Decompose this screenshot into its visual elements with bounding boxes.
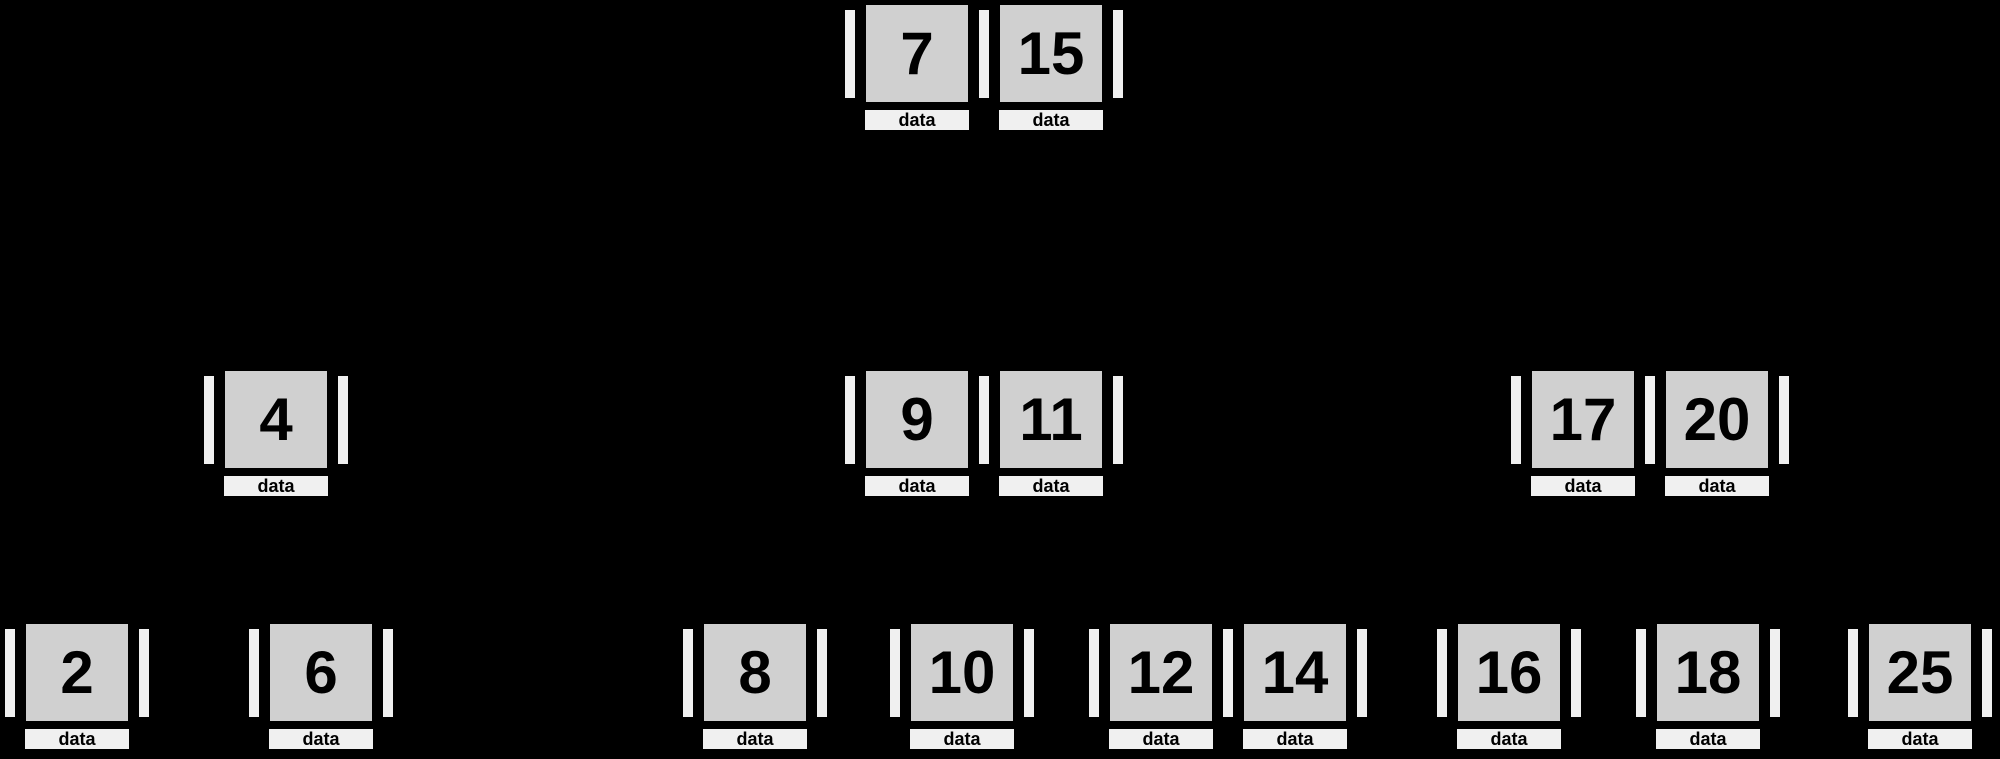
node-data-labels: data [1633,727,1783,751]
btree-node-leaf-10: 10 data [887,621,1037,751]
data-pointer-box: data [863,474,971,498]
data-pointer-box: data [1654,727,1762,751]
btree-node-leaf-6: 6 data [246,621,396,751]
btree-node-leaf-8: 8 data [680,621,830,751]
key-cell: 25 [1866,621,1974,724]
node-cells: 10 [887,621,1037,724]
key-cell: 4 [222,368,330,471]
key-cell: 10 [908,621,1016,724]
node-data-labels: data [1845,727,1995,751]
btree-node-leaf-12-14: 12 14 data data [1086,621,1370,751]
child-pointer-slot [842,6,858,101]
node-data-labels: data [680,727,830,751]
child-pointer-slot [976,372,992,467]
node-cells: 18 [1633,621,1783,724]
child-pointer-slot [1767,625,1783,720]
child-pointer-slot [680,625,696,720]
node-cells: 9 11 [842,368,1126,471]
node-cells: 17 20 [1508,368,1792,471]
node-data-labels: data [1434,727,1584,751]
btree-node-leaf-2: 2 data [2,621,152,751]
child-pointer-slot [1508,372,1524,467]
node-cells: 6 [246,621,396,724]
key-cell: 9 [863,368,971,471]
node-data-labels: data [246,727,396,751]
key-cell: 15 [997,2,1105,105]
child-pointer-slot [1220,625,1236,720]
data-pointer-box: data [1241,727,1349,751]
key-cell: 12 [1107,621,1215,724]
btree-node-internal-4: 4 data [201,368,351,498]
child-pointer-slot [814,625,830,720]
child-pointer-slot [2,625,18,720]
node-cells: 12 14 [1086,621,1370,724]
node-cells: 25 [1845,621,1995,724]
child-pointer-slot [1568,625,1584,720]
key-cell: 17 [1529,368,1637,471]
child-pointer-slot [1354,625,1370,720]
data-pointer-box: data [267,727,375,751]
child-pointer-slot [246,625,262,720]
child-pointer-slot [1110,372,1126,467]
data-pointer-box: data [863,108,971,132]
child-pointer-slot [1021,625,1037,720]
child-pointer-slot [1979,625,1995,720]
data-pointer-box: data [1663,474,1771,498]
data-pointer-box: data [997,108,1105,132]
node-cells: 7 15 [842,2,1126,105]
child-pointer-slot [976,6,992,101]
child-pointer-slot [335,372,351,467]
node-data-labels: data [2,727,152,751]
child-pointer-slot [887,625,903,720]
btree-node-leaf-18: 18 data [1633,621,1783,751]
data-pointer-box: data [23,727,131,751]
data-pointer-box: data [1866,727,1974,751]
node-cells: 2 [2,621,152,724]
child-pointer-slot [1845,625,1861,720]
node-cells: 8 [680,621,830,724]
data-pointer-box: data [1529,474,1637,498]
child-pointer-slot [842,372,858,467]
key-cell: 2 [23,621,131,724]
child-pointer-slot [1633,625,1649,720]
child-pointer-slot [380,625,396,720]
key-cell: 11 [997,368,1105,471]
btree-node-root: 7 15 data data [842,2,1126,132]
btree-node-internal-9-11: 9 11 data data [842,368,1126,498]
node-data-labels: data [201,474,351,498]
node-data-labels: data data [842,108,1126,132]
key-cell: 8 [701,621,809,724]
node-data-labels: data data [842,474,1126,498]
key-cell: 6 [267,621,375,724]
data-pointer-box: data [222,474,330,498]
node-data-labels: data [887,727,1037,751]
child-pointer-slot [1086,625,1102,720]
child-pointer-slot [201,372,217,467]
data-pointer-box: data [701,727,809,751]
key-cell: 14 [1241,621,1349,724]
node-data-labels: data data [1086,727,1370,751]
child-pointer-slot [1434,625,1450,720]
data-pointer-box: data [1455,727,1563,751]
node-cells: 16 [1434,621,1584,724]
data-pointer-box: data [997,474,1105,498]
key-cell: 16 [1455,621,1563,724]
data-pointer-box: data [908,727,1016,751]
data-pointer-box: data [1107,727,1215,751]
node-data-labels: data data [1508,474,1792,498]
child-pointer-slot [1776,372,1792,467]
child-pointer-slot [1110,6,1126,101]
key-cell: 20 [1663,368,1771,471]
btree-node-internal-17-20: 17 20 data data [1508,368,1792,498]
key-cell: 7 [863,2,971,105]
child-pointer-slot [1642,372,1658,467]
btree-node-leaf-16: 16 data [1434,621,1584,751]
node-cells: 4 [201,368,351,471]
child-pointer-slot [136,625,152,720]
btree-node-leaf-25: 25 data [1845,621,1995,751]
key-cell: 18 [1654,621,1762,724]
